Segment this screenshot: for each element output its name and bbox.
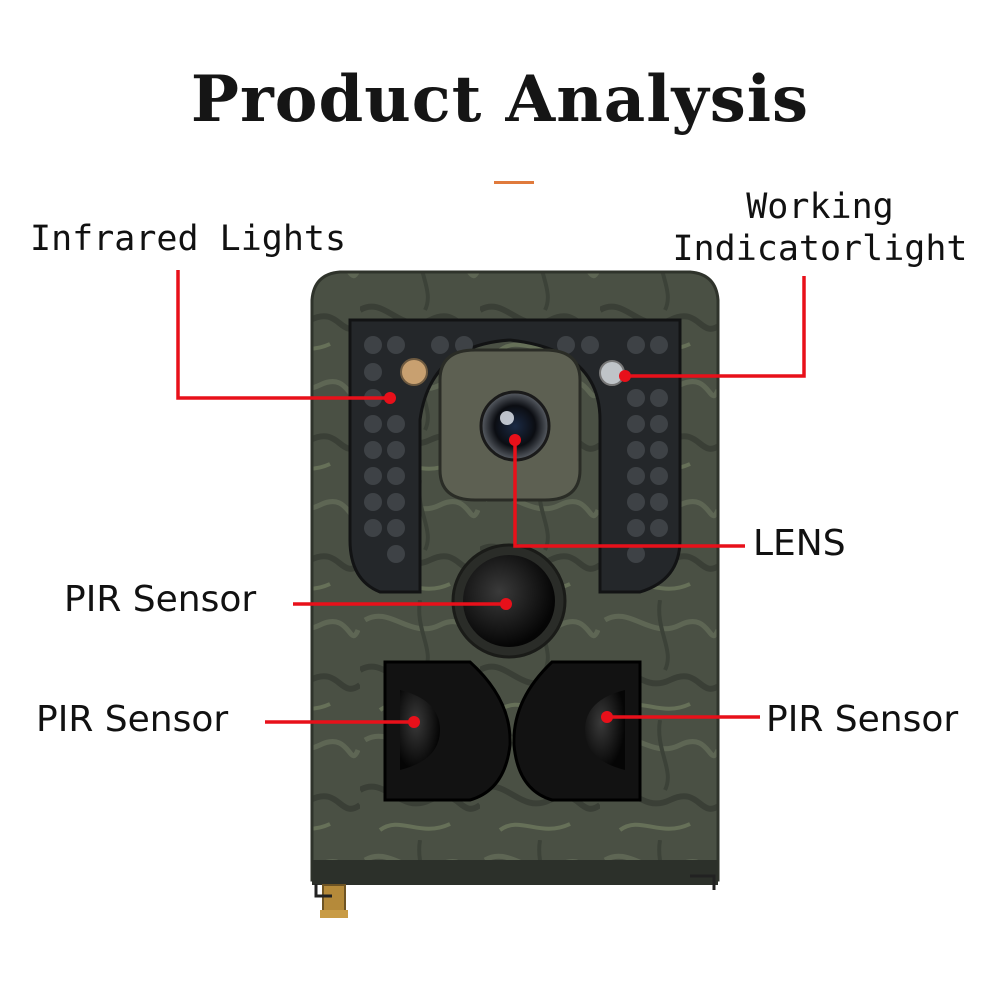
label-working-indicator: Working Indicatorlight [660, 186, 980, 270]
title-underline [494, 181, 534, 184]
label-working-line2: Indicatorlight [672, 229, 968, 269]
callout-indicator [625, 276, 806, 378]
label-pir-sensor-center: PIR Sensor [64, 579, 257, 620]
callout-endpoints [384, 370, 631, 728]
lens-housing [438, 348, 582, 502]
label-lens: LENS [753, 523, 846, 564]
pir-housing-right [512, 660, 642, 802]
label-working-line1: Working [746, 187, 894, 227]
callout-lens [513, 440, 745, 548]
infrared-led-panel [348, 318, 682, 594]
label-pir-sensor-left: PIR Sensor [36, 699, 229, 740]
label-infrared-lights: Infrared Lights [30, 219, 347, 259]
label-pir-sensor-right: PIR Sensor [766, 699, 959, 740]
callout-lines [176, 270, 806, 724]
infrared-led-dots [364, 336, 668, 563]
callout-infrared [176, 270, 390, 400]
page-title: Product Analysis [190, 62, 810, 137]
light-sensor-left [400, 358, 428, 386]
pir-housing-left [383, 660, 512, 802]
